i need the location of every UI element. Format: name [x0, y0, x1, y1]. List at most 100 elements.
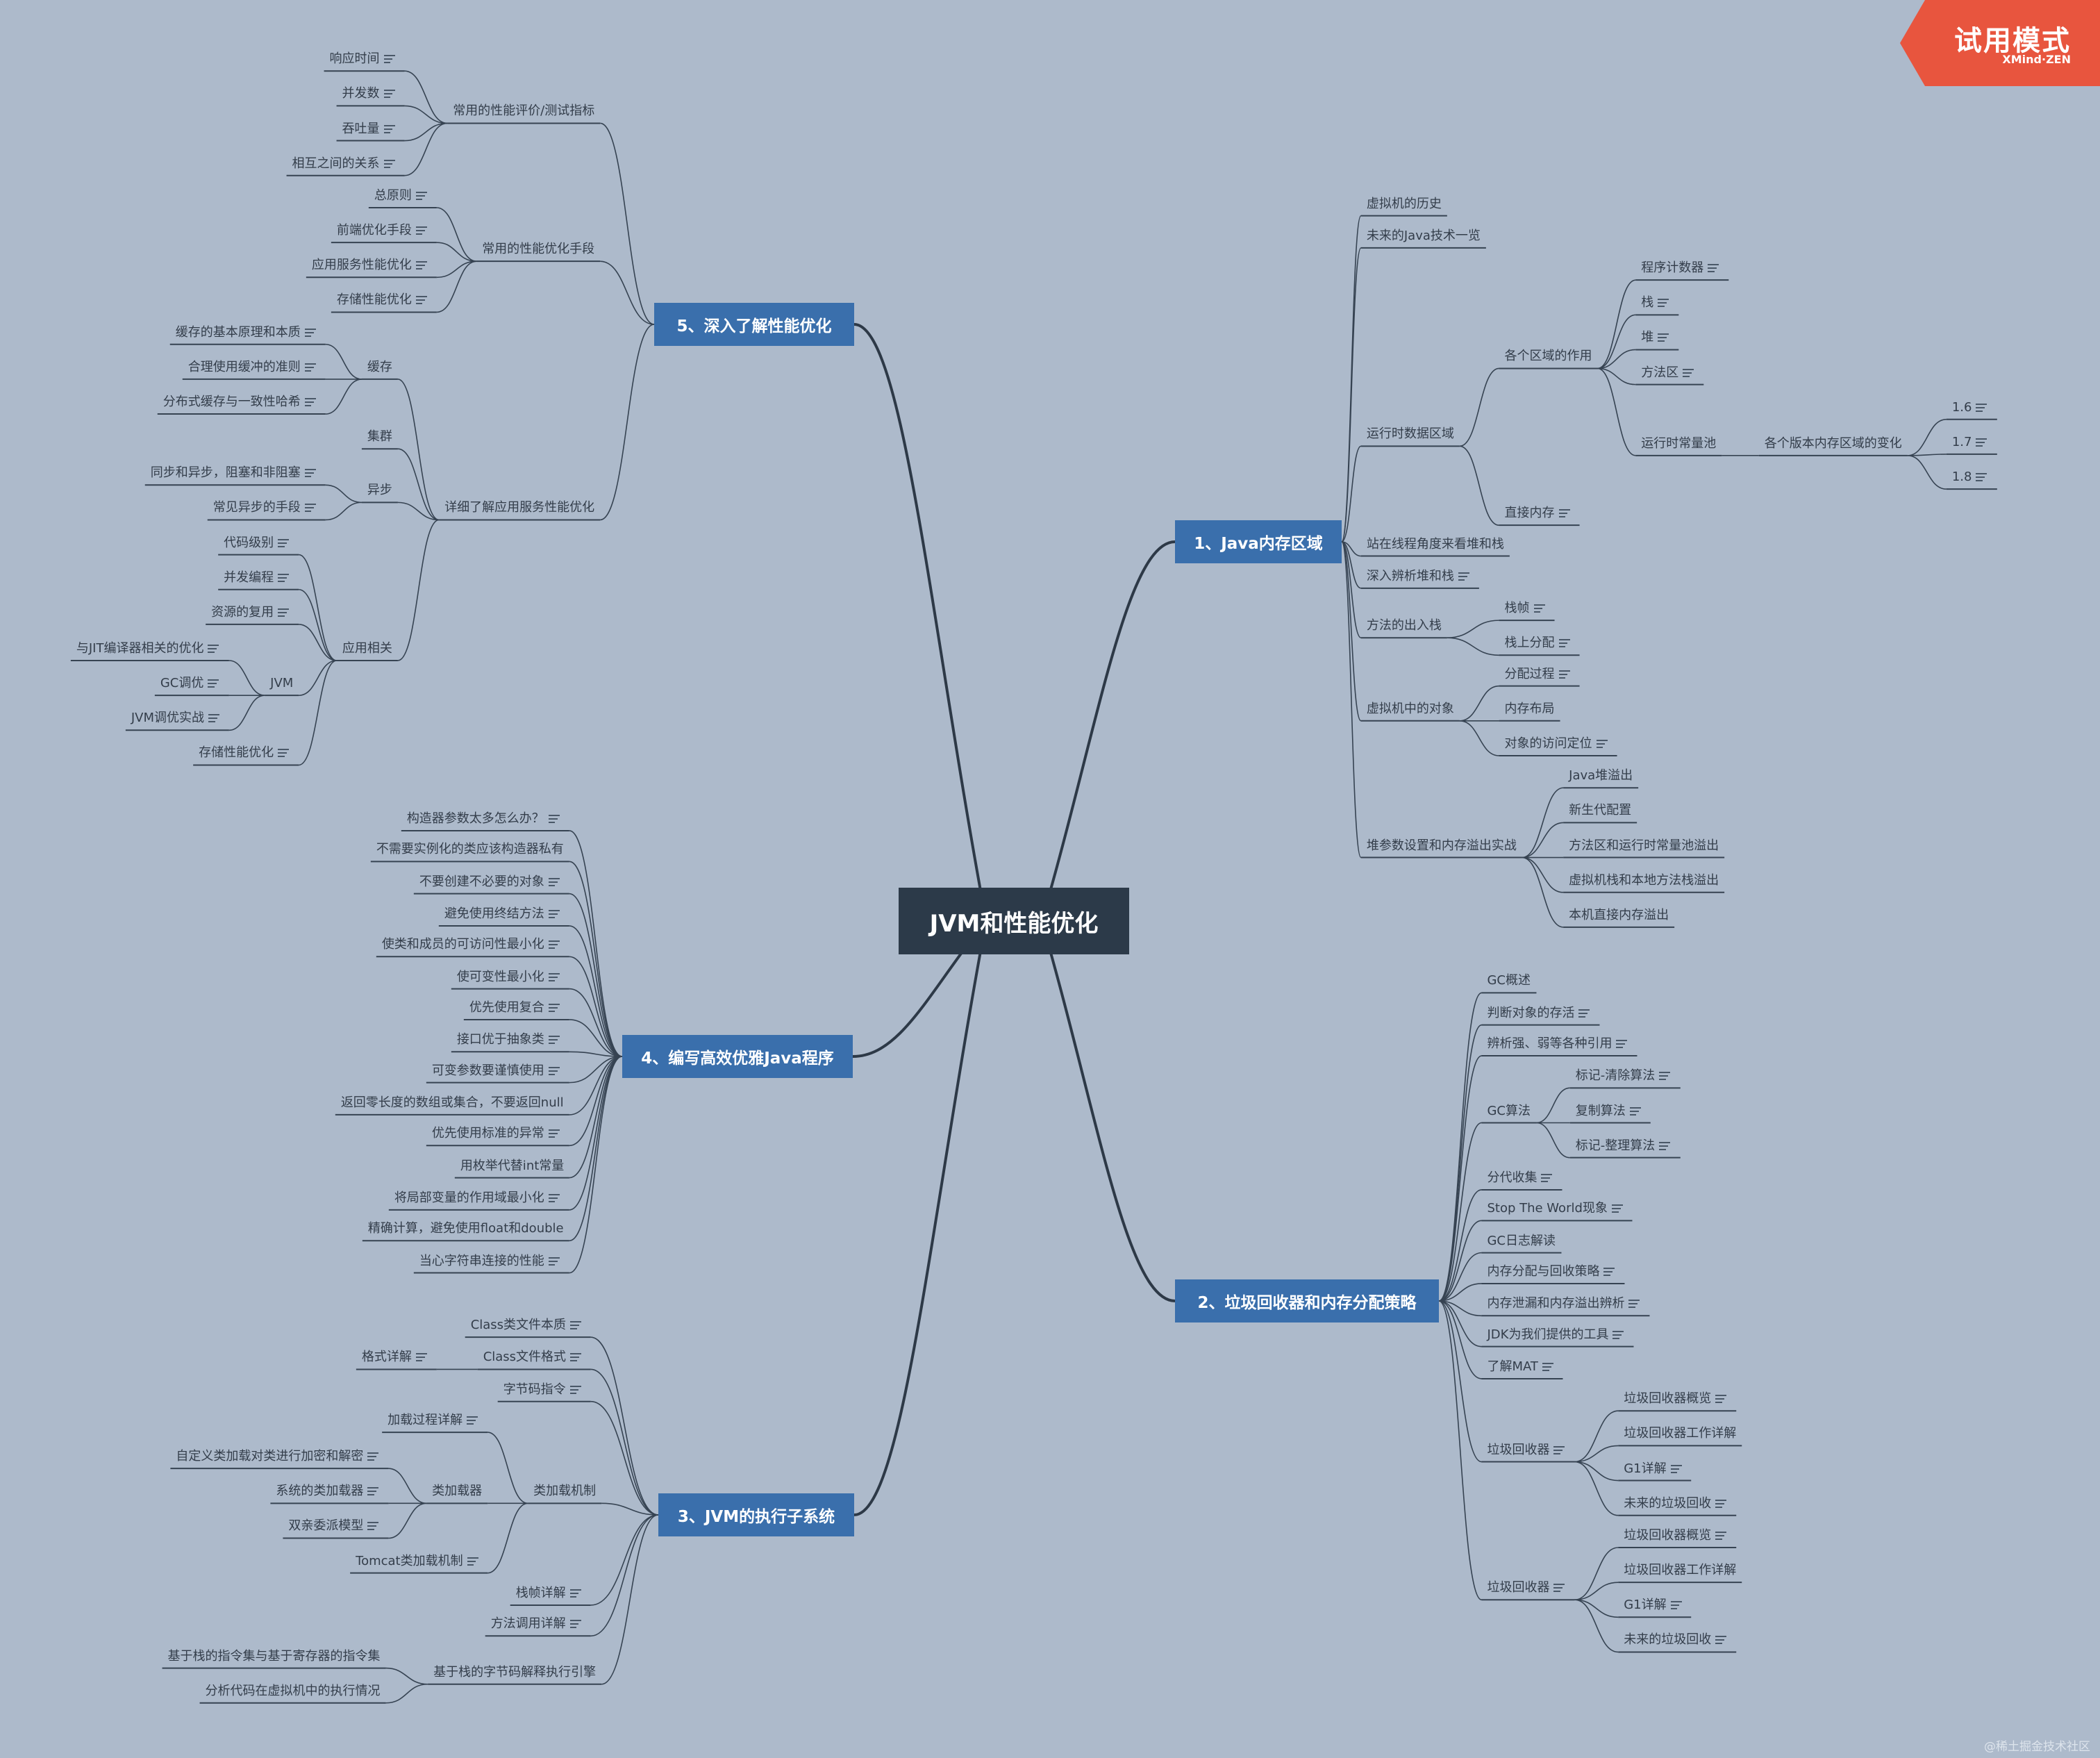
- note-icon[interactable]: [1578, 1007, 1590, 1020]
- topic-node[interactable]: 接口优于抽象类: [451, 1029, 569, 1050]
- note-icon[interactable]: [304, 326, 316, 339]
- topic-node[interactable]: 资源的复用: [206, 602, 299, 623]
- topic-node[interactable]: 缓存的基本原理和本质: [170, 322, 326, 343]
- topic-node[interactable]: G1详解: [1618, 1459, 1691, 1479]
- topic-node[interactable]: 1.6: [1947, 397, 1997, 418]
- topic-node[interactable]: 不需要实例化的类应该构造器私有: [371, 839, 569, 860]
- note-icon[interactable]: [278, 572, 290, 584]
- topic-node[interactable]: 避免使用终结方法: [439, 904, 569, 924]
- topic-node[interactable]: 虚拟机栈和本地方法栈溢出: [1563, 870, 1724, 891]
- topic-node[interactable]: 未来的Java技术一览: [1361, 226, 1486, 247]
- note-icon[interactable]: [1715, 1529, 1727, 1542]
- topic-node[interactable]: 新生代配置: [1563, 800, 1637, 821]
- note-icon[interactable]: [415, 190, 427, 202]
- topic-node[interactable]: 垃圾回收器概览: [1618, 1525, 1736, 1546]
- topic-node[interactable]: 栈上分配: [1499, 633, 1580, 654]
- topic-node[interactable]: 应用相关: [337, 638, 398, 659]
- topic-node[interactable]: 方法调用详解: [485, 1614, 591, 1634]
- topic-node[interactable]: 了解MAT: [1481, 1357, 1562, 1377]
- note-icon[interactable]: [548, 1034, 560, 1046]
- topic-node[interactable]: 对象的访问定位: [1499, 733, 1617, 754]
- topic-node[interactable]: 1.8: [1947, 467, 1997, 488]
- note-icon[interactable]: [1558, 668, 1570, 681]
- note-icon[interactable]: [1558, 637, 1570, 649]
- note-icon[interactable]: [467, 1414, 478, 1427]
- topic-node[interactable]: 优先使用标准的异常: [426, 1123, 569, 1144]
- topic-node[interactable]: 精确计算，避免使用float和double: [362, 1218, 569, 1239]
- note-icon[interactable]: [1629, 1105, 1641, 1118]
- note-icon[interactable]: [548, 1065, 560, 1077]
- note-icon[interactable]: [1542, 1361, 1553, 1373]
- note-icon[interactable]: [1976, 471, 1988, 483]
- topic-node[interactable]: 标记-整理算法: [1570, 1136, 1681, 1156]
- topic-node[interactable]: 系统的类加载器: [270, 1481, 388, 1502]
- topic-node[interactable]: 存储性能优化: [331, 290, 437, 310]
- topic-node[interactable]: 1.7: [1947, 432, 1997, 453]
- note-icon[interactable]: [548, 908, 560, 920]
- topic-node[interactable]: 方法的出入栈: [1361, 615, 1447, 636]
- note-icon[interactable]: [548, 1002, 560, 1014]
- topic-node[interactable]: 虚拟机中的对象: [1361, 699, 1460, 720]
- note-icon[interactable]: [304, 361, 316, 374]
- note-icon[interactable]: [1659, 1070, 1671, 1082]
- note-icon[interactable]: [383, 123, 395, 135]
- note-icon[interactable]: [208, 677, 219, 690]
- main-branch-5[interactable]: 5、深入了解性能优化: [654, 303, 854, 346]
- topic-node[interactable]: 垃圾回收器: [1481, 1577, 1574, 1598]
- topic-node[interactable]: 详细了解应用服务性能优化: [439, 497, 600, 518]
- topic-node[interactable]: 堆: [1635, 327, 1678, 348]
- note-icon[interactable]: [367, 1520, 379, 1532]
- topic-node[interactable]: 垃圾回收器工作详解: [1618, 1423, 1742, 1444]
- note-icon[interactable]: [1612, 1329, 1624, 1341]
- topic-node[interactable]: 标记-清除算法: [1570, 1065, 1681, 1086]
- topic-node[interactable]: 并发数: [337, 83, 405, 104]
- topic-node[interactable]: Class文件格式: [478, 1347, 591, 1368]
- topic-node[interactable]: 代码级别: [218, 533, 299, 554]
- note-icon[interactable]: [548, 1127, 560, 1140]
- topic-node[interactable]: 分析代码在虚拟机中的执行情况: [200, 1681, 386, 1702]
- note-icon[interactable]: [304, 396, 316, 408]
- topic-node[interactable]: GC日志解读: [1481, 1231, 1561, 1252]
- topic-node[interactable]: 用枚举代替int常量: [455, 1156, 569, 1177]
- topic-node[interactable]: 常用的性能优化手段: [476, 239, 600, 260]
- note-icon[interactable]: [1553, 1582, 1565, 1594]
- topic-node[interactable]: 基于栈的字节码解释执行引擎: [428, 1662, 601, 1683]
- note-icon[interactable]: [1458, 570, 1469, 583]
- topic-node[interactable]: 并发编程: [218, 567, 299, 588]
- topic-node[interactable]: GC调优: [155, 673, 229, 694]
- topic-node[interactable]: 与JIT编译器相关的优化: [71, 638, 229, 659]
- topic-node[interactable]: 内存泄漏和内存溢出辨析: [1481, 1293, 1649, 1314]
- topic-node[interactable]: 垃圾回收器: [1481, 1440, 1574, 1461]
- note-icon[interactable]: [367, 1485, 379, 1498]
- topic-node[interactable]: GC算法: [1481, 1101, 1536, 1122]
- note-icon[interactable]: [415, 294, 427, 306]
- topic-node[interactable]: 构造器参数太多怎么办？: [401, 808, 569, 829]
- note-icon[interactable]: [304, 467, 316, 479]
- note-icon[interactable]: [278, 747, 290, 759]
- note-icon[interactable]: [548, 876, 560, 888]
- note-icon[interactable]: [1616, 1038, 1628, 1050]
- topic-node[interactable]: 栈: [1635, 292, 1678, 313]
- note-icon[interactable]: [1553, 1444, 1565, 1457]
- note-icon[interactable]: [548, 938, 560, 951]
- note-icon[interactable]: [569, 1384, 581, 1396]
- note-icon[interactable]: [1628, 1297, 1640, 1310]
- note-icon[interactable]: [569, 1587, 581, 1600]
- note-icon[interactable]: [208, 712, 219, 724]
- note-icon[interactable]: [1596, 738, 1608, 750]
- note-icon[interactable]: [304, 501, 316, 514]
- topic-node[interactable]: 前端优化手段: [331, 220, 437, 241]
- topic-node[interactable]: 方法区和运行时常量池溢出: [1563, 836, 1724, 856]
- topic-node[interactable]: 基于栈的指令集与基于寄存器的指令集: [162, 1646, 386, 1667]
- topic-node[interactable]: JVM: [265, 673, 299, 694]
- topic-node[interactable]: Stop The World现象: [1481, 1198, 1632, 1219]
- main-branch-1[interactable]: 1、Java内存区域: [1175, 520, 1342, 563]
- topic-node[interactable]: 各个区域的作用: [1499, 346, 1598, 367]
- note-icon[interactable]: [548, 813, 560, 825]
- topic-node[interactable]: 存储性能优化: [193, 743, 299, 763]
- topic-node[interactable]: 垃圾回收器概览: [1618, 1388, 1736, 1409]
- topic-node[interactable]: 未来的垃圾回收: [1618, 1630, 1736, 1650]
- note-icon[interactable]: [1715, 1634, 1727, 1646]
- topic-node[interactable]: 缓存: [362, 357, 398, 378]
- topic-node[interactable]: 双亲委派模型: [283, 1516, 388, 1536]
